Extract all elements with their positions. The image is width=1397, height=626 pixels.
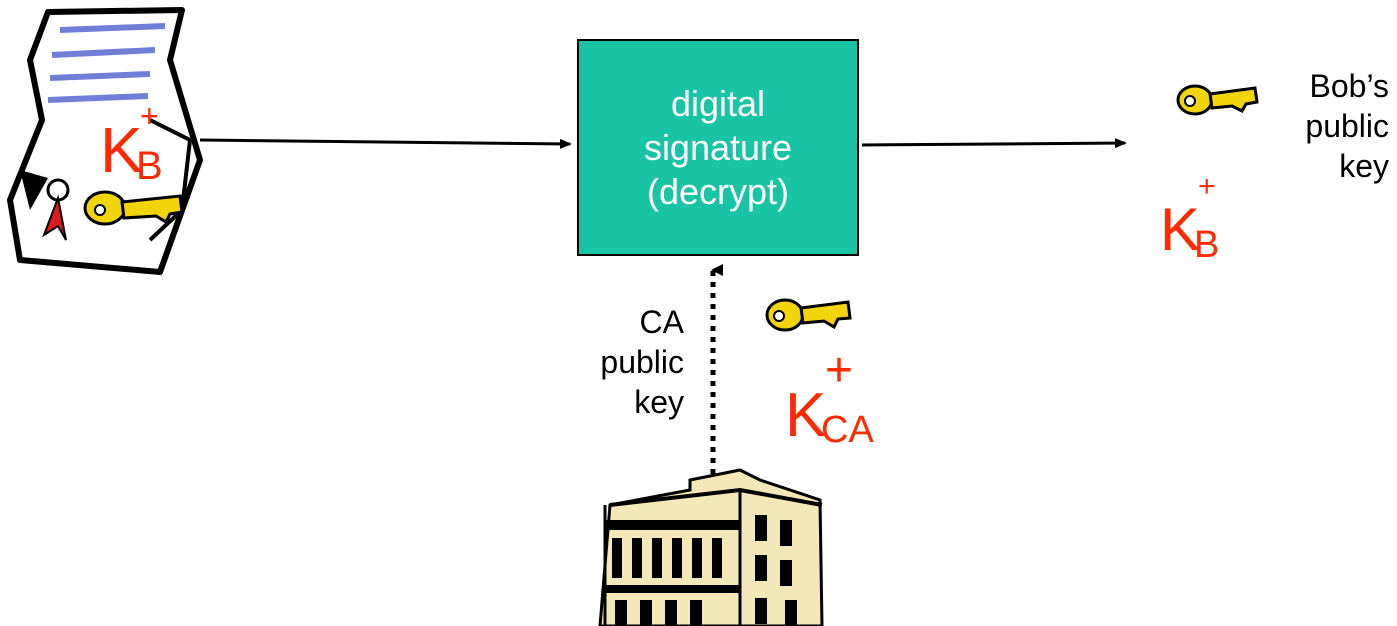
key-base: K — [100, 114, 143, 186]
key-icon — [83, 190, 184, 226]
key-icon — [765, 298, 852, 332]
key-sup: + — [825, 344, 854, 397]
ca-public-key-label: CA public key — [544, 302, 684, 422]
bob-label-line-2: public — [1305, 108, 1389, 144]
bob-label-line-3: key — [1339, 148, 1389, 184]
key-base: K — [1160, 196, 1201, 263]
key-icon — [1176, 84, 1259, 116]
digital-signature-box: digital signature (decrypt) — [577, 39, 859, 256]
key-sub: B — [1194, 224, 1220, 266]
ca-label-line-3: key — [634, 384, 684, 420]
bob-label-line-1: Bob’s — [1309, 68, 1389, 104]
ca-label-line-1: CA — [639, 304, 684, 340]
arrow-certificate-to-signature — [199, 138, 572, 149]
certificate-icon — [7, 7, 203, 275]
key-sub: CA — [821, 409, 874, 451]
box-line-2: signature — [643, 126, 793, 168]
key-sup: + — [1198, 170, 1216, 203]
arrow-signature-to-bob-key — [861, 138, 1127, 149]
box-line-1: digital — [670, 82, 766, 124]
key-base: K — [785, 381, 827, 450]
box-line-3: (decrypt) — [646, 170, 790, 212]
bob-public-key-label: Bob’s public key — [1249, 66, 1389, 186]
ca-label-line-2: public — [600, 344, 684, 380]
key-sub: B — [136, 144, 163, 188]
building-icon — [598, 468, 824, 626]
key-sup: + — [140, 98, 159, 134]
